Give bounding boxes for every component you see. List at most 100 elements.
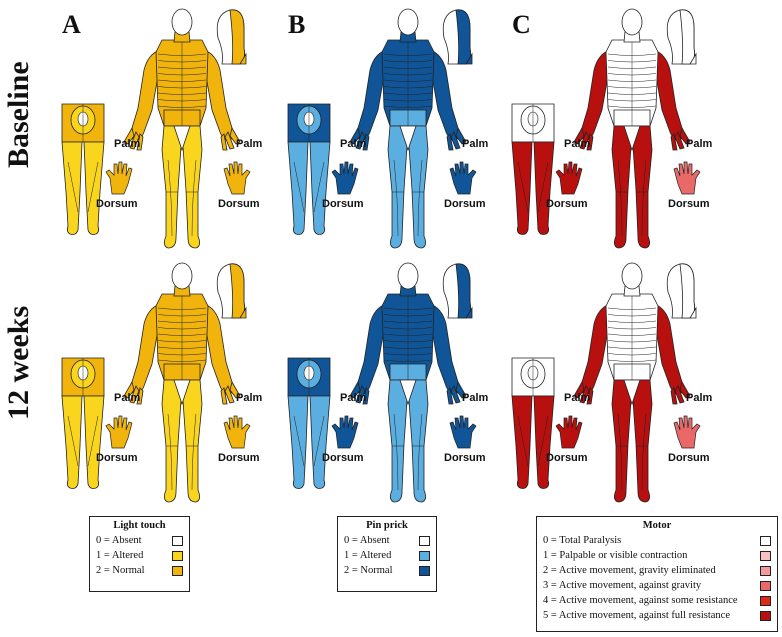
right-hand-figure-pin_prick-row0 [449,161,477,195]
side-head-c2-region [229,263,245,319]
dorsum-label: Dorsum [546,452,588,464]
right-hand-figure-motor-row1 [673,415,701,449]
side-head-c2-region [455,9,471,65]
hand [331,161,359,195]
left-fingers [573,380,594,405]
hand [331,415,359,449]
hand-group [555,415,583,449]
legend-swatch [419,550,430,561]
legend-item: 1 = Altered [338,548,436,563]
hand-group [673,161,701,195]
legend-title: Motor [642,520,672,531]
right-fingers [220,126,241,151]
legend-swatch [760,610,771,621]
dorsum-label: Dorsum [322,452,364,464]
left-hand-figure-motor-row0 [555,161,583,195]
legend-item-label: 4 = Active movement, against some resist… [543,595,738,606]
body-figure-light_touch-row1 [123,262,241,503]
dorsum-label: Dorsum [668,198,710,210]
left-leg [611,125,633,249]
right-hand-figure-light_touch-row1 [223,415,251,449]
panel-letter-a: A [62,10,81,39]
left-fingers [123,380,144,405]
side-neck [239,306,247,319]
palm-label: Palm [686,138,713,150]
head [397,8,419,36]
palm-label: Palm [340,392,367,404]
hand-group [223,415,251,449]
body-figure-pin_prick-row0 [349,8,467,249]
dermatome-line [417,413,423,491]
left-hand-figure-pin_prick-row0 [331,161,359,195]
dorsum-label: Dorsum [322,198,364,210]
hand-group [673,415,701,449]
hand-group [105,415,133,449]
legend-swatch [419,535,430,546]
side-head-figure-light_touch-row1 [216,263,247,319]
legend-item: 1 = Altered [90,548,189,563]
palm-label: Palm [236,392,263,404]
right-hand-figure-light_touch-row0 [223,161,251,195]
side-head-figure-motor-row1 [666,263,697,319]
legend-title: Light touch [113,520,166,531]
head [621,262,643,290]
hand [673,161,701,195]
legend-item-label: 0 = Absent [344,535,390,546]
right-fingers [220,380,241,405]
head [171,262,193,290]
legend-item-label: 1 = Altered [344,550,392,561]
left-arm [130,49,161,141]
legend-pin-prick: Pin prick 0 = Absent 1 = Altered 2 = Nor… [337,516,437,592]
dorsum-label: Dorsum [218,452,260,464]
back-right-leg [533,141,555,235]
legend-item-label: 2 = Active movement, gravity eliminated [543,565,716,576]
body-figure-motor-row0 [573,8,691,249]
side-head-figure-pin_prick-row1 [442,263,473,319]
head [397,262,419,290]
right-leg [631,379,653,503]
hand-group [105,161,133,195]
palm-label: Palm [564,138,591,150]
hand [673,415,701,449]
legend-item: 5 = Active movement, against full resist… [537,608,777,623]
panel-letter-c: C [512,10,531,39]
left-hand-figure-motor-row1 [555,415,583,449]
hand-group [331,161,359,195]
back-left-leg [287,395,309,489]
dermatome-line [191,413,197,491]
palm-label: Palm [462,138,489,150]
side-neck [465,52,473,65]
left-fingers [123,126,144,151]
side-head-c2-region [229,9,245,65]
left-leg [387,125,409,249]
back-right-leg [83,141,105,235]
right-fingers [446,126,467,151]
left-leg [161,125,183,249]
hand [105,161,133,195]
legend-item: 0 = Absent [338,533,436,548]
right-leg [407,125,429,249]
dermatome-line [191,159,197,237]
legend-item-label: 2 = Normal [344,565,393,576]
back-left-leg [511,395,533,489]
hand [555,415,583,449]
left-leg [161,379,183,503]
left-fingers [349,380,370,405]
hand-group [449,415,477,449]
dorsum-label: Dorsum [96,452,138,464]
back-legs-figure-light_touch-row1 [61,357,105,489]
back-legs-figure-pin_prick-row1 [287,357,331,489]
body-figure-pin_prick-row1 [349,262,467,503]
side-neck [689,52,697,65]
hand [449,415,477,449]
hand [223,161,251,195]
palm-label: Palm [114,392,141,404]
right-leg [181,125,203,249]
legend-item: 1 = Palpable or visible contraction [537,548,777,563]
side-neck [239,52,247,65]
side-head-figure-pin_prick-row0 [442,9,473,65]
legend-item: 2 = Normal [338,563,436,578]
back-left-leg [61,141,83,235]
back-legs-figure-light_touch-row0 [61,103,105,235]
dermatome-line [167,159,173,237]
